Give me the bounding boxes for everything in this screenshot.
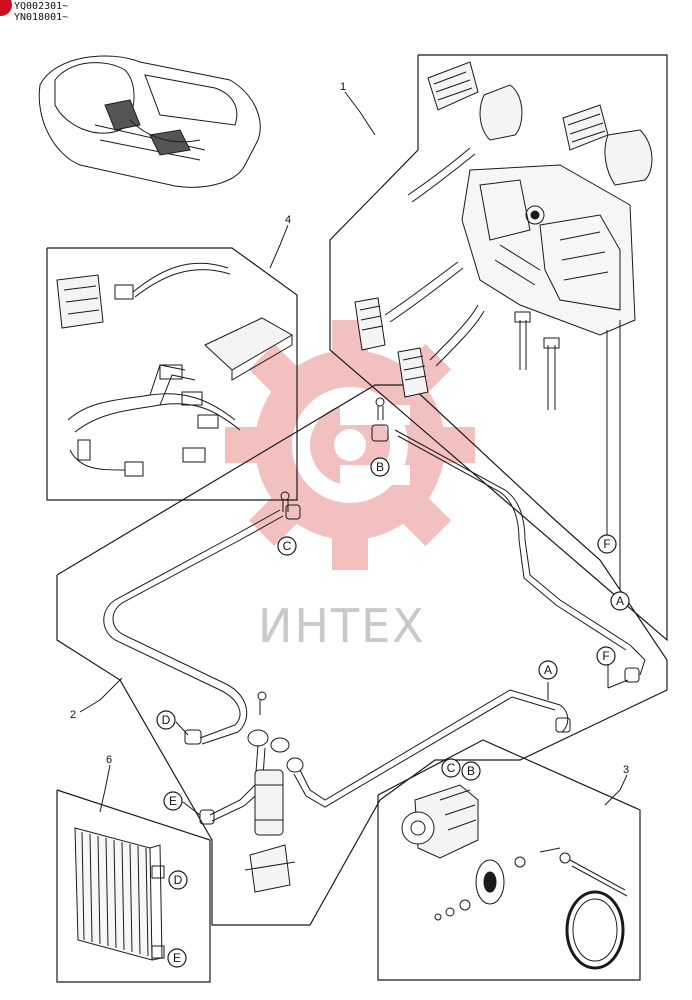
connector-d-pipe — [156, 710, 176, 730]
connector-label-b: B — [467, 764, 475, 778]
leader-1 — [344, 91, 376, 136]
connector-label-d: D — [174, 873, 183, 887]
connector-f-heater — [597, 534, 617, 554]
connector-label-a: A — [616, 594, 624, 608]
group-4-outline — [46, 247, 298, 501]
connector-f-pipe — [596, 646, 616, 666]
leader-3 — [604, 774, 628, 806]
connector-e-pipe — [163, 791, 183, 811]
serial-range-2: YN018001~ — [14, 12, 69, 23]
connector-c-pipe — [277, 536, 297, 556]
group-number-2: 2 — [70, 709, 76, 721]
connector-label-f: F — [602, 649, 609, 663]
connector-a-pipe — [538, 660, 558, 680]
connector-label-f: F — [603, 537, 610, 551]
condenser — [74, 827, 165, 961]
serial-range-1: YQ002301~ — [14, 1, 69, 12]
watermark-logo — [225, 320, 475, 570]
watermark-text: ИНТЕХ — [258, 599, 426, 653]
connector-b-compressor — [461, 761, 481, 781]
leader-6 — [99, 764, 111, 813]
group-number-1: 1 — [340, 81, 346, 93]
connector-label-b: B — [376, 460, 384, 474]
group-3-outline — [377, 739, 641, 981]
connector-b-pipe — [370, 457, 390, 477]
group-2-outline — [56, 384, 668, 926]
connector-label-a: A — [544, 663, 552, 677]
connector-label-c: C — [283, 539, 292, 553]
connector-label-e: E — [169, 794, 177, 808]
machine-overview-sketch — [38, 55, 261, 188]
leader-2 — [79, 677, 123, 713]
connector-label-d: D — [162, 713, 171, 727]
connector-c-compressor — [441, 758, 461, 778]
connector-e-condenser — [167, 948, 187, 968]
heater-unit — [354, 61, 653, 590]
group-number-6: 6 — [106, 754, 112, 766]
corner-badge — [0, 0, 12, 16]
refrigerant-pipes — [103, 397, 646, 893]
connector-d-condenser — [168, 870, 188, 890]
group-number-4: 4 — [285, 214, 291, 226]
group-1-outline — [329, 54, 668, 642]
group-6-outline — [56, 789, 211, 983]
compressor-group — [401, 784, 628, 970]
control-harness — [56, 262, 294, 477]
leader-4 — [269, 224, 289, 269]
connector-label-c: C — [447, 761, 456, 775]
connector-label-e: E — [173, 951, 181, 965]
connector-a-heater — [610, 591, 630, 611]
group-number-3: 3 — [623, 764, 629, 776]
